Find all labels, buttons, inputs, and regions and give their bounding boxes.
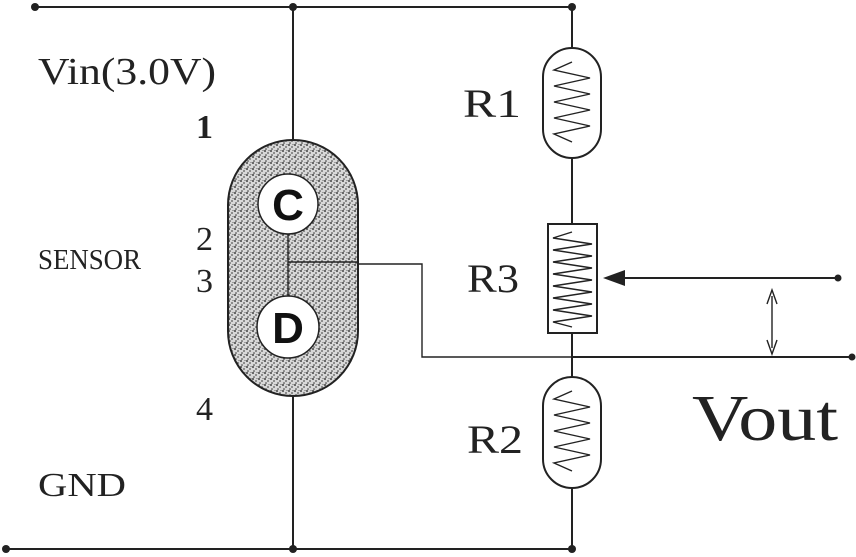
electrode-c	[257, 173, 319, 235]
resistor-r2	[542, 376, 602, 489]
r2-label: R2	[467, 417, 523, 462]
top-rail	[31, 3, 576, 11]
electrode-d	[256, 295, 320, 359]
pin-3-label: 3	[196, 263, 213, 300]
bottom-rail	[2, 545, 576, 553]
sensor-body: C D	[227, 139, 359, 397]
electrode-c-label: C	[272, 181, 304, 230]
r3-label: R3	[467, 256, 519, 301]
r3-wiper-arrow	[603, 270, 842, 286]
gnd-label: GND	[38, 467, 126, 504]
pin-2-label: 2	[196, 221, 213, 258]
pin-1-label: 1	[196, 109, 213, 146]
sensor-output-wire	[358, 263, 572, 358]
resistor-r3	[547, 223, 598, 334]
vout-measure-arrow	[766, 287, 778, 357]
pin-4-label: 4	[196, 391, 213, 428]
vout-line	[572, 353, 856, 361]
resistor-r1	[542, 47, 602, 159]
vin-label: Vin(3.0V)	[38, 51, 216, 93]
electrode-d-label: D	[272, 304, 304, 353]
vout-label: Vout	[692, 382, 838, 455]
sensor-label: SENSOR	[38, 245, 141, 276]
r1-label: R1	[463, 81, 521, 126]
